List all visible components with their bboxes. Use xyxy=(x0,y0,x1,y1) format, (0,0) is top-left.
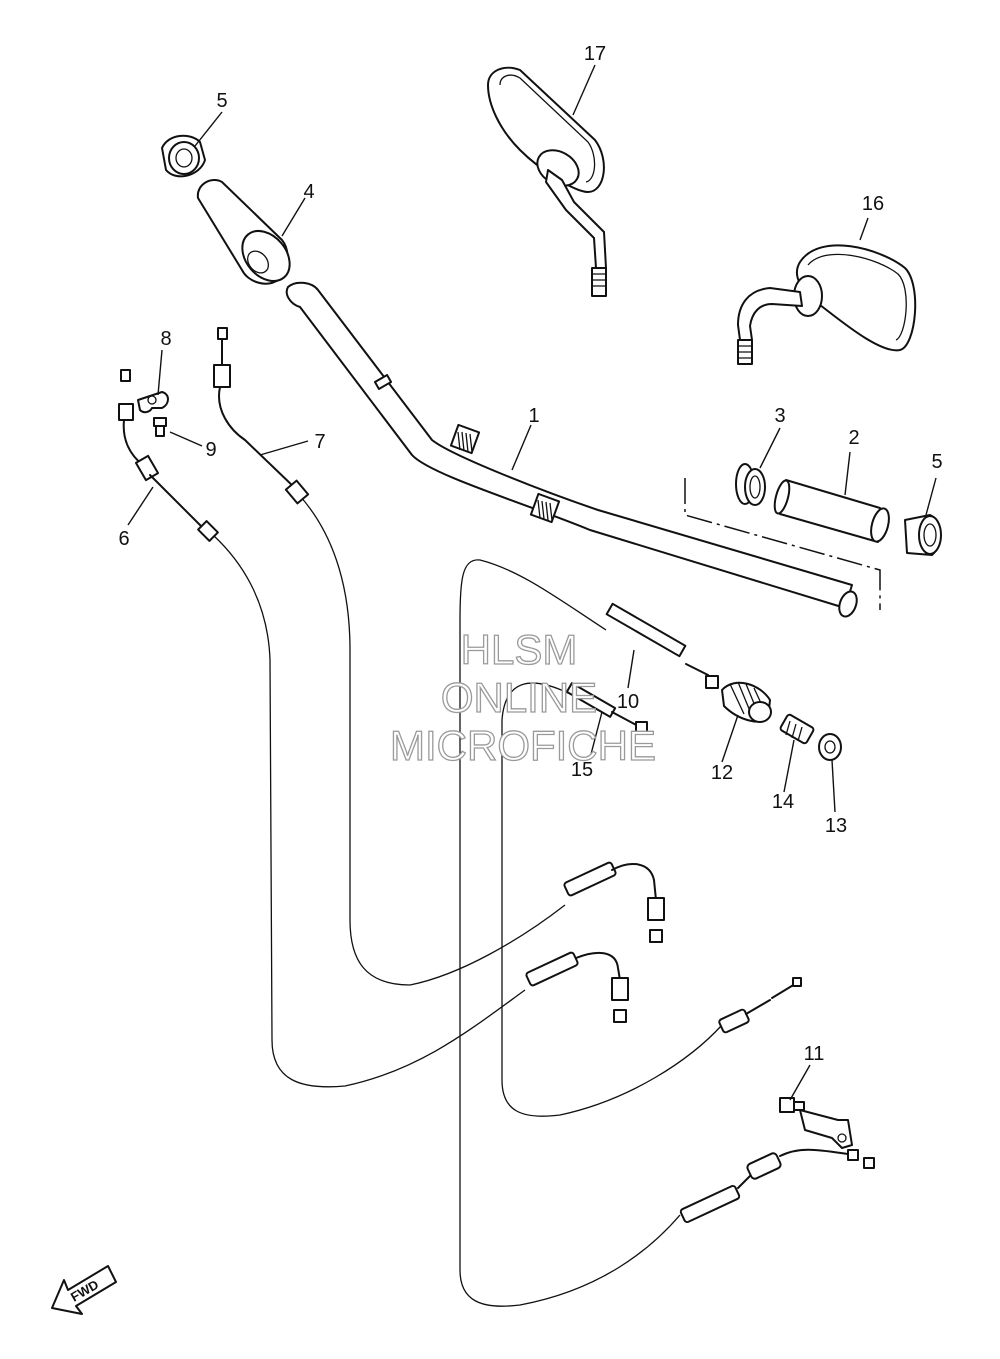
throttle-cable-2 xyxy=(213,327,310,505)
throttle-cable-1 xyxy=(118,369,219,542)
fwd-arrow-icon: FWD xyxy=(51,1265,117,1315)
callout-14: 14 xyxy=(772,791,794,813)
adjuster-screw xyxy=(779,713,815,745)
callout-2: 2 xyxy=(848,427,859,449)
callout-13: 13 xyxy=(825,815,847,837)
mirror-left xyxy=(487,66,607,297)
callout-5-right: 5 xyxy=(931,451,942,473)
throttle-cable-routing xyxy=(212,495,723,1307)
cable-lower-end-2 xyxy=(525,951,629,1023)
grip-collar xyxy=(735,463,766,506)
watermark-line-3: MICROFICHE xyxy=(390,722,656,769)
callout-12: 12 xyxy=(711,762,733,784)
cable-adjuster xyxy=(721,681,772,723)
cable-bracket xyxy=(799,1109,853,1149)
left-grip xyxy=(196,179,291,285)
lock-nut xyxy=(818,733,842,761)
handlebar xyxy=(285,281,858,618)
choke-cable-2-end xyxy=(565,682,648,734)
callout-5-left: 5 xyxy=(216,90,227,112)
grip-end-cap xyxy=(161,134,206,178)
watermark-line-2: ONLINE xyxy=(441,674,597,721)
callout-11: 11 xyxy=(804,1043,825,1065)
callout-8: 8 xyxy=(160,328,171,350)
callout-9: 9 xyxy=(205,439,216,461)
assembly-line xyxy=(684,478,881,610)
mirror-right xyxy=(737,244,917,365)
callout-6: 6 xyxy=(118,528,129,550)
right-grip-end-cap xyxy=(904,514,942,556)
clip-bolt xyxy=(153,417,167,437)
callout-1: 1 xyxy=(528,405,539,427)
watermark-line-1: HLSM xyxy=(461,626,578,673)
callout-10: 10 xyxy=(617,691,639,713)
right-grip xyxy=(773,479,890,543)
cable-lower-end-1 xyxy=(563,861,665,943)
callouts: 17 16 5 4 1 3 2 5 8 9 7 6 10 15 12 14 13… xyxy=(118,43,942,1065)
watermark: HLSM ONLINE MICROFICHE xyxy=(389,625,656,769)
cable-lower-end-4 xyxy=(679,1148,875,1224)
leader-lines xyxy=(127,64,937,1101)
callout-4: 4 xyxy=(303,181,314,203)
callout-3: 3 xyxy=(774,405,785,427)
callout-17: 15 xyxy=(571,759,593,781)
bracket-bolt xyxy=(779,1097,805,1113)
cable-clip xyxy=(137,391,169,414)
callout-16: 17 xyxy=(584,43,606,65)
callout-15: 16 xyxy=(862,193,884,215)
choke-cable-end xyxy=(605,602,719,689)
callout-7: 7 xyxy=(314,431,325,453)
cable-lower-end-3 xyxy=(718,977,802,1034)
